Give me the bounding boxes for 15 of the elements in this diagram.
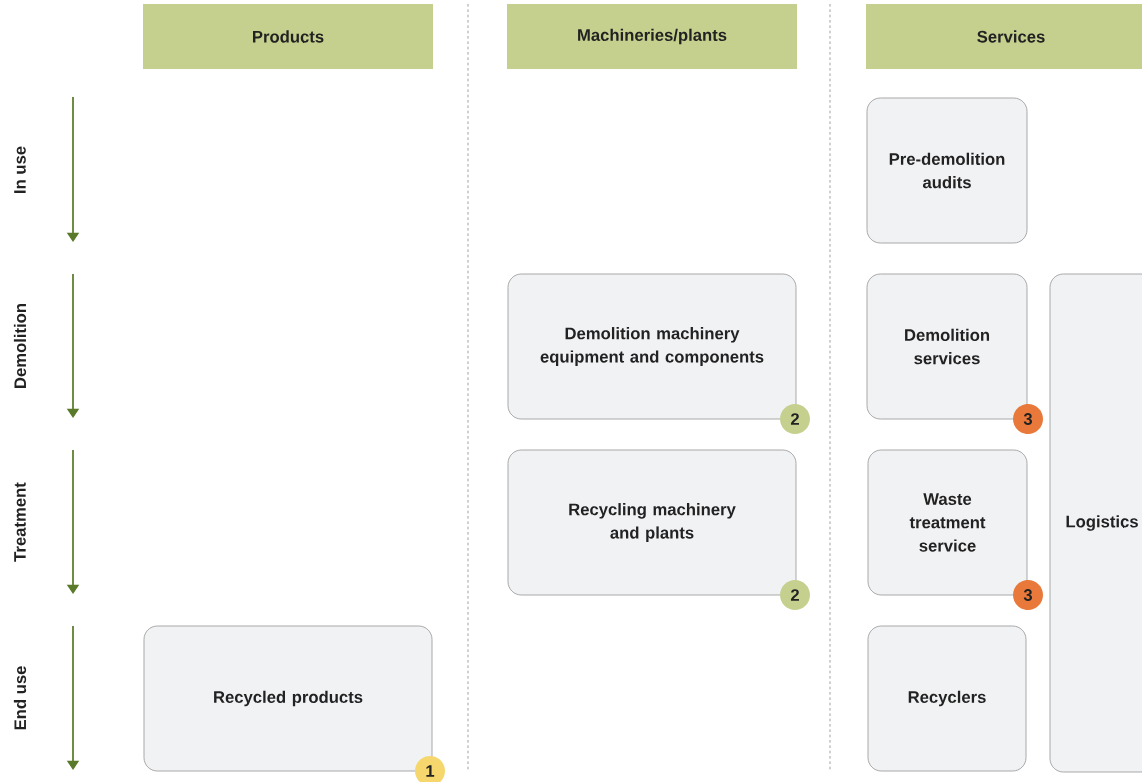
category-box: Pre-demolition audits: [866, 97, 1028, 244]
column-header: Machineries/plants: [507, 4, 797, 69]
number-badge: 3: [1013, 404, 1043, 434]
category-box: Recyclers: [867, 625, 1027, 772]
column-header: Services: [866, 4, 1142, 69]
row-label: In use: [14, 146, 26, 193]
row-label: Demolition: [13, 304, 27, 388]
number-badge: 3: [1013, 580, 1043, 610]
row-label: Treatment: [14, 482, 26, 562]
column-header: Products: [143, 4, 433, 69]
row-label: End use: [13, 666, 27, 730]
number-badge: 2: [780, 404, 810, 434]
number-badge: 2: [780, 580, 810, 610]
number-badge: 1: [415, 756, 445, 782]
category-box: Logistics: [1049, 273, 1142, 773]
